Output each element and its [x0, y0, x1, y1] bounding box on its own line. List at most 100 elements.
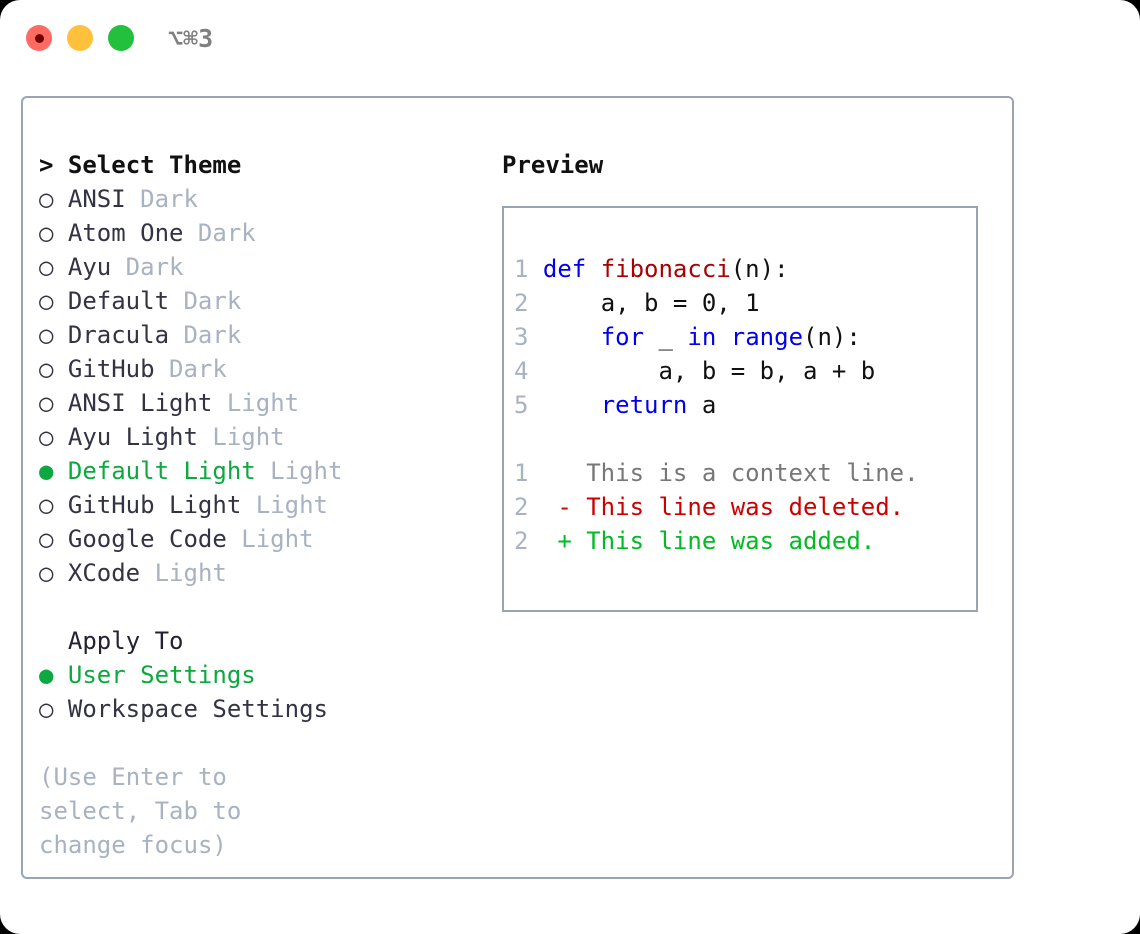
theme-name: Google Code — [53, 525, 227, 553]
theme-category-label: Dark — [125, 185, 198, 213]
theme-name: Ayu Light — [53, 423, 198, 451]
diff-marker — [528, 459, 586, 487]
diff-marker: + — [528, 527, 587, 555]
theme-list-item[interactable]: ○ Atom One Dark — [39, 216, 469, 250]
diff-line-number: 1 — [514, 459, 529, 487]
theme-category-label: Light — [197, 423, 285, 451]
code-line: 3 for _ in range(n): — [514, 320, 972, 354]
theme-name: ANSI Light — [53, 389, 213, 417]
radio-unselected-icon: ○ — [39, 321, 54, 349]
theme-list-item[interactable]: ○ ANSI Dark — [39, 182, 469, 216]
theme-name: XCode — [53, 559, 141, 587]
theme-list-item[interactable]: ○ Ayu Light Light — [39, 420, 469, 454]
theme-list-item[interactable]: ○ Default Dark — [39, 284, 469, 318]
zoom-button-icon[interactable] — [108, 25, 134, 51]
radio-unselected-icon: ○ — [39, 695, 54, 723]
diff-text: This line was added. — [586, 527, 876, 555]
keyboard-hint-text: (Use Enter to select, Tab to change focu… — [39, 763, 256, 859]
theme-name: Atom One — [53, 219, 184, 247]
theme-category-label: Light — [212, 389, 300, 417]
code-token: a, b = b, a + b — [542, 357, 876, 385]
line-number: 1 — [514, 255, 529, 283]
theme-name: Default — [53, 287, 170, 315]
theme-list[interactable]: ○ ANSI Dark○ Atom One Dark○ Ayu Dark○ De… — [39, 182, 469, 590]
diff-line: 2 + This line was added. — [514, 524, 972, 558]
line-number: 2 — [514, 289, 529, 317]
code-token: fibonacci — [600, 255, 731, 283]
theme-list-item[interactable]: ○ ANSI Light Light — [39, 386, 469, 420]
theme-picker-panel: > Select Theme ○ ANSI Dark○ Atom One Dar… — [21, 96, 1014, 879]
code-token: def — [542, 255, 601, 283]
theme-name: Ayu — [53, 253, 112, 281]
select-theme-header: > Select Theme — [39, 151, 242, 179]
theme-category-label: Dark — [183, 219, 256, 247]
section-spacer — [39, 590, 469, 624]
theme-name: ANSI — [53, 185, 126, 213]
keyboard-shortcut-label: ⌥⌘3 — [168, 24, 214, 53]
apply-to-label: Workspace Settings — [53, 695, 328, 723]
radio-unselected-icon: ○ — [39, 287, 54, 315]
apply-to-list[interactable]: ● User Settings○ Workspace Settings — [39, 658, 469, 726]
code-token: a, b = 0, 1 — [542, 289, 760, 317]
code-line: 5 return a — [514, 388, 972, 422]
preview-column: Preview 1 def fibonacci(n):2 a, b = 0, 1… — [502, 148, 1002, 612]
gutter-space — [528, 255, 542, 283]
theme-list-item[interactable]: ○ XCode Light — [39, 556, 469, 590]
theme-name: Default Light — [53, 457, 256, 485]
theme-category-label: Light — [241, 491, 328, 519]
gutter-space — [528, 289, 542, 317]
code-line: 4 a, b = b, a + b — [514, 354, 972, 388]
radio-unselected-icon: ○ — [39, 423, 54, 451]
code-token — [716, 323, 730, 351]
window-controls — [26, 25, 134, 51]
theme-list-item[interactable]: ○ Dracula Dark — [39, 318, 469, 352]
code-token: a — [687, 391, 717, 419]
theme-category-label: Dark — [154, 355, 227, 383]
radio-unselected-icon: ○ — [39, 389, 54, 417]
apply-to-item[interactable]: ○ Workspace Settings — [39, 692, 469, 726]
diff-line: 1 This is a context line. — [514, 456, 972, 490]
diff-marker: - — [528, 493, 587, 521]
apply-to-item[interactable]: ● User Settings — [39, 658, 469, 692]
theme-category-label: Dark — [169, 321, 242, 349]
theme-list-item[interactable]: ● Default Light Light — [39, 454, 469, 488]
radio-unselected-icon: ○ — [39, 525, 54, 553]
theme-category-label: Light — [226, 525, 314, 553]
code-token — [543, 391, 601, 419]
radio-unselected-icon: ○ — [39, 491, 54, 519]
radio-unselected-icon: ○ — [39, 219, 54, 247]
theme-category-label: Dark — [111, 253, 184, 281]
gutter-space — [528, 391, 542, 419]
theme-category-label: Light — [255, 457, 343, 485]
theme-list-item[interactable]: ○ GitHub Light Light — [39, 488, 469, 522]
theme-list-item[interactable]: ○ GitHub Dark — [39, 352, 469, 386]
diff-line-number: 2 — [514, 493, 529, 521]
apply-to-header: Apply To — [67, 627, 184, 655]
title-bar: ⌥⌘3 — [0, 0, 1140, 78]
radio-selected-icon: ● — [39, 457, 54, 485]
theme-name: GitHub Light — [53, 491, 242, 519]
radio-unselected-icon: ○ — [39, 559, 54, 587]
theme-list-item[interactable]: ○ Google Code Light — [39, 522, 469, 556]
code-token — [543, 323, 601, 351]
radio-unselected-icon: ○ — [39, 355, 54, 383]
code-token: (n): — [730, 255, 789, 283]
gutter-space — [528, 357, 542, 385]
radio-selected-icon: ● — [39, 661, 54, 689]
code-token: _ — [644, 323, 688, 351]
minimize-button-icon[interactable] — [67, 25, 93, 51]
preview-title: Preview — [502, 151, 604, 179]
code-token: (n): — [803, 323, 861, 351]
diff-text: This is a context line. — [586, 459, 919, 487]
theme-name: GitHub — [53, 355, 155, 383]
theme-selection-column: > Select Theme ○ ANSI Dark○ Atom One Dar… — [39, 148, 469, 862]
diff-line: 2 - This line was deleted. — [514, 490, 972, 524]
radio-unselected-icon: ○ — [39, 185, 54, 213]
diff-sample: 1 This is a context line.2 - This line w… — [514, 456, 972, 558]
close-button-icon[interactable] — [26, 25, 52, 51]
theme-list-item[interactable]: ○ Ayu Dark — [39, 250, 469, 284]
